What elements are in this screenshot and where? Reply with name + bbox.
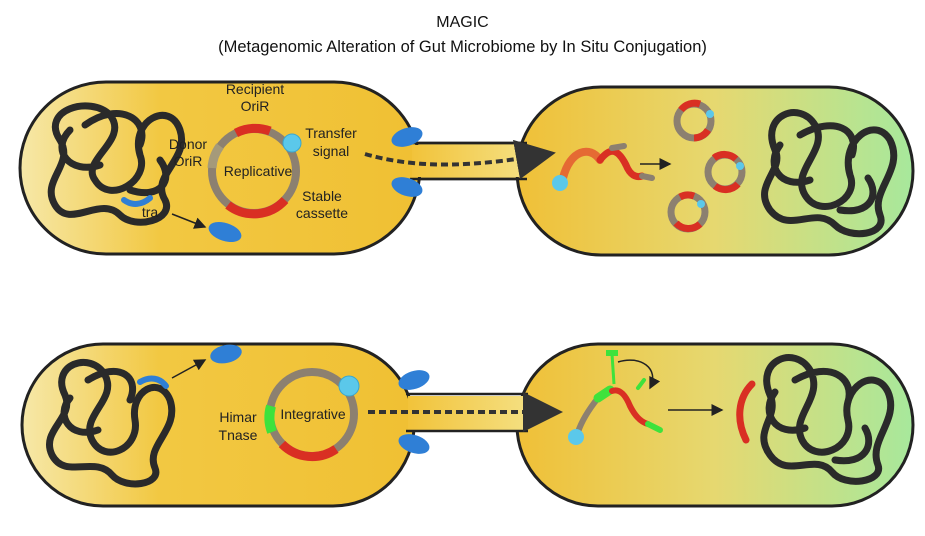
tra-gene-segment-bottom xyxy=(137,375,169,389)
label-tra: tra xyxy=(142,204,159,220)
pilus-protein-lower-top xyxy=(391,177,423,197)
label-himar-line2: Tnase xyxy=(219,427,258,443)
diagram-title: MAGIC xyxy=(436,14,489,31)
transfer-signal-dot-bottom xyxy=(338,375,360,397)
replicative-plasmid xyxy=(207,123,302,219)
himar-tnase-segment xyxy=(264,404,277,434)
label-donor-line1: Donor xyxy=(169,136,207,152)
cargo-segment xyxy=(278,440,339,462)
recipient-cell-top xyxy=(515,85,915,257)
label-stable-line1: Stable xyxy=(302,188,342,204)
stable-cassette-segment xyxy=(225,196,289,219)
label-himar-line1: Himar xyxy=(219,409,257,425)
integrative-plasmid xyxy=(264,368,360,462)
label-integrative: Integrative xyxy=(280,406,346,422)
tra-protein-bottom xyxy=(210,344,242,364)
pilus-protein-lower-bottom xyxy=(398,434,430,454)
donor-orir-segment xyxy=(207,143,224,169)
pilus-protein-upper-bottom xyxy=(398,370,430,390)
recipient-chromosome-top xyxy=(761,109,898,238)
tra-protein xyxy=(208,221,242,243)
label-transfer-line1: Transfer xyxy=(305,125,357,141)
donor-chromosome-bottom xyxy=(46,358,176,488)
transfer-arrow-top xyxy=(364,139,556,180)
bridge-interior-top xyxy=(412,145,524,177)
donor-chromosome-top xyxy=(47,102,186,226)
label-stable-line2: cassette xyxy=(296,205,348,221)
recipient-orir-segment xyxy=(233,123,272,138)
pilus-protein-upper-top xyxy=(391,127,423,147)
tra-arrow xyxy=(171,213,207,229)
integrated-cargo-segment xyxy=(736,380,756,444)
label-replicative: Replicative xyxy=(224,163,293,179)
label-recipient-line1: Recipient xyxy=(226,81,284,97)
bottom-panel: Himar Tnase Integrative xyxy=(20,342,915,508)
tra-gene-segment xyxy=(121,195,153,207)
transferred-strand-top xyxy=(552,143,655,191)
plasmid-copy-2 xyxy=(704,150,746,194)
tra-arrow-bottom xyxy=(171,359,207,379)
label-transfer-line2: signal xyxy=(313,143,350,159)
label-donor-line2: OriR xyxy=(174,153,203,169)
transferred-strand-bottom xyxy=(568,350,663,445)
recipient-chromosome-bottom xyxy=(760,354,895,485)
label-recipient-line2: OriR xyxy=(241,98,270,114)
plasmid-copy-1 xyxy=(673,99,715,142)
diagram-subtitle: (Metagenomic Alteration of Gut Microbiom… xyxy=(218,38,707,56)
transfer-signal-dot xyxy=(282,133,302,153)
top-panel: Recipient OriR Donor OriR Transfer signa… xyxy=(18,80,915,257)
plasmid-copy-3 xyxy=(667,191,709,233)
